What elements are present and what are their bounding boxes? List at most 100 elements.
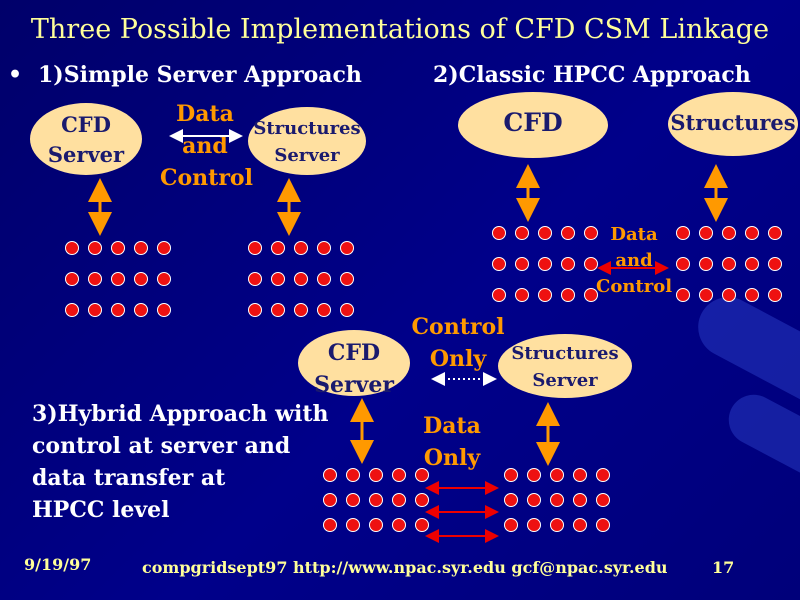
footer-source: compgridsept97 http://www.npac.syr.edu g… xyxy=(142,558,668,577)
hybrid-structures-line1: Structures xyxy=(511,343,619,364)
processor-node-dot xyxy=(768,288,782,302)
processor-node-dot xyxy=(111,272,125,286)
processor-node-dot xyxy=(596,493,610,507)
processor-node-dot xyxy=(699,226,713,240)
processor-node-dot xyxy=(157,303,171,317)
slide-title: Three Possible Implementations of CFD CS… xyxy=(30,14,770,45)
processor-node-dot xyxy=(676,226,690,240)
processor-node-dot xyxy=(294,303,308,317)
data-only-line2: Only xyxy=(423,445,481,471)
hybrid-cfd-server-label: CFD Server xyxy=(298,337,410,401)
cfd-server-line1: CFD xyxy=(61,112,111,137)
processor-node-dot xyxy=(745,257,759,271)
hybrid-cfd-node-grid xyxy=(323,468,429,532)
processor-node-dot xyxy=(596,518,610,532)
processor-node-dot xyxy=(699,257,713,271)
processor-node-dot xyxy=(561,226,575,240)
processor-node-dot xyxy=(111,303,125,317)
hpcc-data-line1: Data xyxy=(610,224,658,245)
processor-node-dot xyxy=(768,257,782,271)
processor-node-dot xyxy=(346,468,360,482)
cfd-label: CFD xyxy=(503,108,563,137)
hybrid-cfd-server-ellipse xyxy=(298,330,410,396)
processor-node-dot xyxy=(271,272,285,286)
processor-node-dot xyxy=(596,468,610,482)
processor-node-dot xyxy=(134,241,148,255)
bullet-glyph: • xyxy=(8,62,23,88)
processor-node-dot xyxy=(317,241,331,255)
processor-node-dot xyxy=(294,241,308,255)
processor-node-dot xyxy=(392,518,406,532)
processor-node-dot xyxy=(340,303,354,317)
hybrid-cfd-server-line2: Server xyxy=(314,372,394,398)
approach3-line3: data transfer at xyxy=(32,465,226,491)
processor-node-dot xyxy=(584,288,598,302)
hpcc-data-and-control-label: Data and Control xyxy=(596,222,672,300)
processor-node-dot xyxy=(157,272,171,286)
processor-node-dot xyxy=(65,272,79,286)
hybrid-cfd-server-line1: CFD xyxy=(327,340,381,366)
processor-node-dot xyxy=(271,303,285,317)
processor-node-dot xyxy=(392,493,406,507)
footer-date: 9/19/97 xyxy=(24,555,92,574)
structures-label: Structures xyxy=(670,110,796,135)
structures-server-line1: Structures xyxy=(253,118,361,139)
approach2-heading: 2)Classic HPCC Approach xyxy=(433,62,751,88)
data-only-label: Data Only xyxy=(412,410,492,474)
processor-node-dot xyxy=(538,226,552,240)
hybrid-structures-line2: Server xyxy=(532,370,598,391)
processor-node-dot xyxy=(340,272,354,286)
processor-node-dot xyxy=(65,241,79,255)
processor-node-dot xyxy=(415,518,429,532)
cfd-server-label: CFD Server xyxy=(30,110,142,170)
processor-node-dot xyxy=(323,518,337,532)
processor-node-dot xyxy=(340,241,354,255)
processor-node-dot xyxy=(573,493,587,507)
control-only-line1: Control xyxy=(411,314,505,340)
approach1-heading: 1)Simple Server Approach xyxy=(38,62,362,88)
processor-node-dot xyxy=(550,468,564,482)
cfd-node-grid xyxy=(65,241,171,317)
processor-node-dot xyxy=(492,288,506,302)
processor-node-dot xyxy=(745,226,759,240)
structures-server-line2: Server xyxy=(274,145,340,166)
footer-page-number: 17 xyxy=(712,558,735,577)
data-and-control-line1: Data xyxy=(176,101,234,127)
processor-node-dot xyxy=(415,468,429,482)
processor-node-dot xyxy=(492,226,506,240)
cfd-server-ellipse xyxy=(30,103,142,175)
processor-node-dot xyxy=(504,518,518,532)
processor-node-dot xyxy=(392,468,406,482)
processor-node-dot xyxy=(369,493,383,507)
processor-node-dot xyxy=(515,226,529,240)
processor-node-dot xyxy=(248,241,262,255)
processor-node-dot xyxy=(676,288,690,302)
processor-node-dot xyxy=(584,226,598,240)
processor-node-dot xyxy=(573,468,587,482)
processor-node-dot xyxy=(134,303,148,317)
processor-node-dot xyxy=(699,288,713,302)
processor-node-dot xyxy=(676,257,690,271)
processor-node-dot xyxy=(745,288,759,302)
processor-node-dot xyxy=(722,288,736,302)
processor-node-dot xyxy=(504,468,518,482)
processor-node-dot xyxy=(317,303,331,317)
structures-node-grid xyxy=(248,241,354,317)
processor-node-dot xyxy=(573,518,587,532)
structures-server-ellipse xyxy=(248,107,366,175)
processor-node-dot xyxy=(527,468,541,482)
processor-node-dot xyxy=(527,518,541,532)
approach3-description: 3)Hybrid Approach with control at server… xyxy=(32,398,329,526)
control-only-label: Control Only xyxy=(408,311,508,375)
approach3-line1: 3)Hybrid Approach with xyxy=(32,401,329,427)
processor-node-dot xyxy=(369,518,383,532)
processor-node-dot xyxy=(323,493,337,507)
hpcc-cfd-node-grid xyxy=(492,226,598,302)
data-and-control-line3: Control xyxy=(160,165,253,191)
processor-node-dot xyxy=(550,493,564,507)
data-only-line1: Data xyxy=(423,413,481,439)
hybrid-structures-node-grid xyxy=(504,468,610,532)
processor-node-dot xyxy=(111,241,125,255)
